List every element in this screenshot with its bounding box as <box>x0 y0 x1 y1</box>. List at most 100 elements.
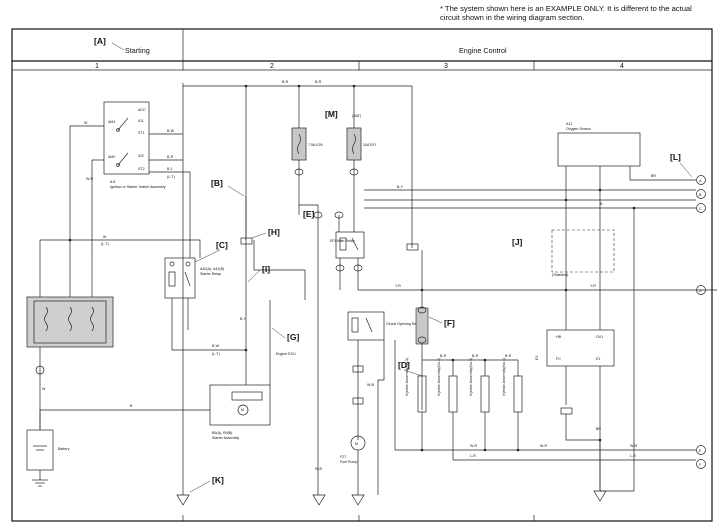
battery: Battery <box>26 429 70 471</box>
injector-4: Injector Assembly(No.4) <box>502 358 523 413</box>
shield-box <box>551 229 615 273</box>
svg-text:E1: E1 <box>535 356 539 360</box>
svg-text:B-R: B-R <box>315 80 322 84</box>
svg-text:7.5A IGN: 7.5A IGN <box>308 143 323 147</box>
svg-text:Y-R: Y-R <box>395 284 401 288</box>
connector-f-edge: F <box>696 459 706 469</box>
fuse-ign: 7.5A IGN <box>291 127 323 161</box>
svg-text:HB: HB <box>556 335 562 339</box>
svg-text:Starter Relay: Starter Relay <box>200 272 221 276</box>
svg-text:IG1: IG1 <box>138 119 144 123</box>
svg-text:Injector Assembly(No.4): Injector Assembly(No.4) <box>502 358 506 396</box>
connector-e: E <box>696 445 706 455</box>
svg-text:EFI Main Relay: EFI Main Relay <box>330 239 355 243</box>
svg-text:ST2: ST2 <box>138 167 145 171</box>
engine-control-title: Engine Control <box>459 46 507 55</box>
svg-text:E: E <box>699 449 702 453</box>
svg-text:Injector Assembly(No.2): Injector Assembly(No.2) <box>437 358 441 396</box>
callout-g: [G] <box>287 332 299 342</box>
svg-text:W-R: W-R <box>540 444 548 448</box>
starter-assembly: M B9(A), B9(B) Starter Assembly <box>209 384 271 440</box>
column-1: 1 <box>95 63 99 70</box>
svg-text:Engine ECU: Engine ECU <box>276 352 296 356</box>
connector-d: D <box>696 285 706 295</box>
svg-text:A 8: A 8 <box>110 180 115 184</box>
callout-d: [D] <box>398 360 410 370</box>
svg-text:W: W <box>42 387 46 391</box>
starter-relay <box>164 257 196 299</box>
svg-text:Starter Assembly: Starter Assembly <box>212 436 239 440</box>
svg-text:Ignition or Starter Switch Ass: Ignition or Starter Switch Assembly <box>110 185 166 189</box>
svg-text:BR: BR <box>651 174 656 178</box>
svg-text:IG2: IG2 <box>138 154 144 158</box>
ecm: HB OX1 FC E1 E1 <box>535 329 615 367</box>
svg-text:B-Y: B-Y <box>240 317 247 321</box>
svg-text:M: M <box>241 408 244 412</box>
svg-text:D: D <box>699 289 702 293</box>
svg-text:W-R: W-R <box>86 177 94 181</box>
diagram-frame <box>11 28 713 522</box>
connector-c: C <box>696 203 706 213</box>
svg-text:(Shielded): (Shielded) <box>552 273 568 277</box>
circuit-opening-relay <box>347 311 385 341</box>
svg-text:B-Y: B-Y <box>397 185 404 189</box>
callout-l: [L] <box>670 152 681 162</box>
wire-power-bus <box>182 83 413 240</box>
column-3: 3 <box>444 63 448 70</box>
svg-text:Oxygen Sensor: Oxygen Sensor <box>566 127 592 131</box>
connector-f <box>415 306 429 345</box>
svg-text:B-L: B-L <box>167 167 173 171</box>
svg-text:ACC: ACC <box>138 108 146 112</box>
svg-text:F27: F27 <box>340 455 346 459</box>
connector-h <box>240 237 253 245</box>
callout-a: [A] <box>94 36 106 46</box>
svg-text:B: B <box>130 404 133 408</box>
svg-text:W: W <box>84 121 88 125</box>
svg-text:FC: FC <box>556 357 561 361</box>
svg-text:10A EFI: 10A EFI <box>363 143 376 147</box>
injector-3: Injector Assembly(No.3) <box>469 358 490 413</box>
svg-text:BR: BR <box>596 427 601 431</box>
injector-1: Injector Assembly(No.1) <box>405 358 427 413</box>
svg-text:AM2: AM2 <box>108 155 115 159</box>
callout-j: [J] <box>512 237 523 247</box>
fuel-pump: M F27 Fuel Pump <box>340 435 366 464</box>
svg-text:(L-T): (L-T) <box>101 242 109 246</box>
svg-text:B-R: B-R <box>167 155 174 159</box>
svg-text:B-R: B-R <box>472 354 479 358</box>
svg-text:B-R: B-R <box>505 354 512 358</box>
svg-text:M: M <box>355 442 358 446</box>
injector-2: Injector Assembly(No.2) <box>437 358 458 413</box>
svg-text:A: A <box>699 179 702 183</box>
svg-text:A40(A), A41(B): A40(A), A41(B) <box>200 267 224 271</box>
callout-k: [K] <box>212 475 224 485</box>
ground-k <box>176 494 190 506</box>
callout-i: [I] <box>262 264 270 274</box>
oxygen-sensor: A11 Oxygen Sensor <box>557 122 641 167</box>
fuse-efi: 10A EFI <box>346 127 376 161</box>
svg-text:W: W <box>103 235 107 239</box>
svg-text:B-W: B-W <box>212 344 220 348</box>
svg-text:Injector Assembly(No.1): Injector Assembly(No.1) <box>405 358 409 396</box>
svg-text:L-R: L-R <box>630 454 636 458</box>
fusible-link-block <box>26 296 114 348</box>
svg-text:B-R: B-R <box>282 80 289 84</box>
ignition-switch: ACC IG1 ST1 IG2 ST2 AM1 AM2 A 8 Ignition… <box>103 101 166 189</box>
svg-text:(L-T): (L-T) <box>212 352 220 356</box>
svg-text:B-W: B-W <box>167 129 175 133</box>
svg-text:Y-R: Y-R <box>590 284 596 288</box>
callout-e: [E] <box>303 209 315 219</box>
callout-f: [F] <box>444 318 455 328</box>
callout-h: [H] <box>268 227 280 237</box>
svg-text:L-R: L-R <box>470 454 476 458</box>
column-4: 4 <box>620 63 624 70</box>
svg-text:(BAT): (BAT) <box>352 114 361 118</box>
connector-b: B <box>696 189 706 199</box>
svg-text:W-B: W-B <box>367 383 375 387</box>
callout-b: [B] <box>211 178 223 188</box>
svg-text:Fuel Pump: Fuel Pump <box>340 460 357 464</box>
svg-text:E1: E1 <box>596 357 600 361</box>
svg-text:ST1: ST1 <box>138 131 145 135</box>
column-2: 2 <box>270 63 274 70</box>
